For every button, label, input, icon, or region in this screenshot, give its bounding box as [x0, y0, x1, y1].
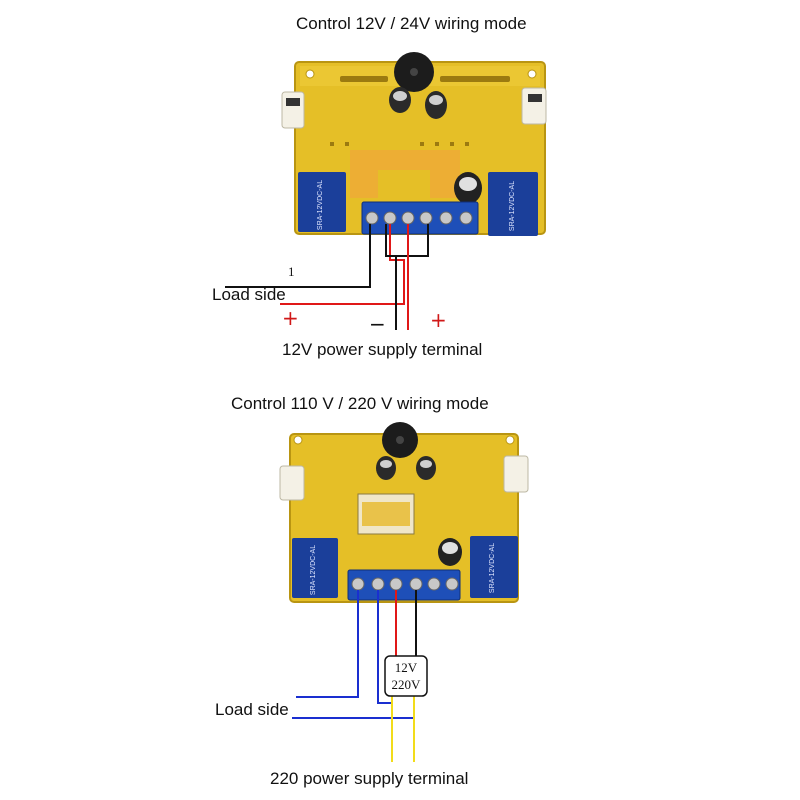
bottom-capacitors	[376, 456, 462, 566]
top-supply-label: 12V power supply terminal	[282, 340, 483, 359]
bottom-diagram-title: Control 110 V / 220 V wiring mode	[231, 394, 489, 413]
bottom-wiring	[292, 590, 417, 762]
top-plus-right-symbol: +	[430, 308, 447, 332]
top-wiring	[225, 224, 429, 330]
top-circuit-board: SRA-12VDC-AL SRA-12VDC-AL	[281, 52, 547, 236]
bottom-relay-left: SRA-12VDC-AL	[292, 538, 338, 598]
top-capacitors	[389, 87, 482, 204]
bottom-supply-label: 220 power supply terminal	[270, 769, 469, 788]
top-diagram-title: Control 12V / 24V wiring mode	[296, 14, 527, 33]
top-buzzer	[394, 52, 434, 92]
bottom-circuit-board: SRA-12VDC-AL SRA-12VDC-AL	[279, 422, 529, 603]
bottom-load-side-label: Load side	[215, 700, 289, 719]
svg-text:SRA-12VDC-AL: SRA-12VDC-AL	[310, 545, 317, 595]
top-relay-left: SRA-12VDC-AL	[298, 172, 346, 232]
bottom-terminal-block	[347, 569, 461, 601]
bottom-transformer	[357, 493, 415, 535]
svg-text:SRA-12VDC-AL: SRA-12VDC-AL	[317, 180, 324, 230]
top-wire-number: 1	[288, 264, 295, 279]
svg-text:SRA-12VDC-AL: SRA-12VDC-AL	[489, 543, 496, 593]
top-relay-right: SRA-12VDC-AL	[488, 172, 538, 236]
bottom-buzzer	[382, 422, 418, 458]
voltage-converter-box: 12V 220V	[384, 655, 428, 697]
top-plus-left-symbol: +	[282, 306, 299, 330]
converter-top-label: 12V	[395, 660, 418, 675]
bottom-side-connectors	[279, 455, 529, 501]
top-load-side-label: Load side	[212, 285, 286, 304]
bottom-relay-right: SRA-12VDC-AL	[470, 536, 518, 598]
top-minus-symbol: −	[369, 312, 386, 336]
top-terminal-block	[361, 201, 479, 235]
top-side-connectors	[281, 87, 547, 129]
converter-bottom-label: 220V	[392, 677, 422, 692]
svg-text:SRA-12VDC-AL: SRA-12VDC-AL	[509, 181, 516, 231]
